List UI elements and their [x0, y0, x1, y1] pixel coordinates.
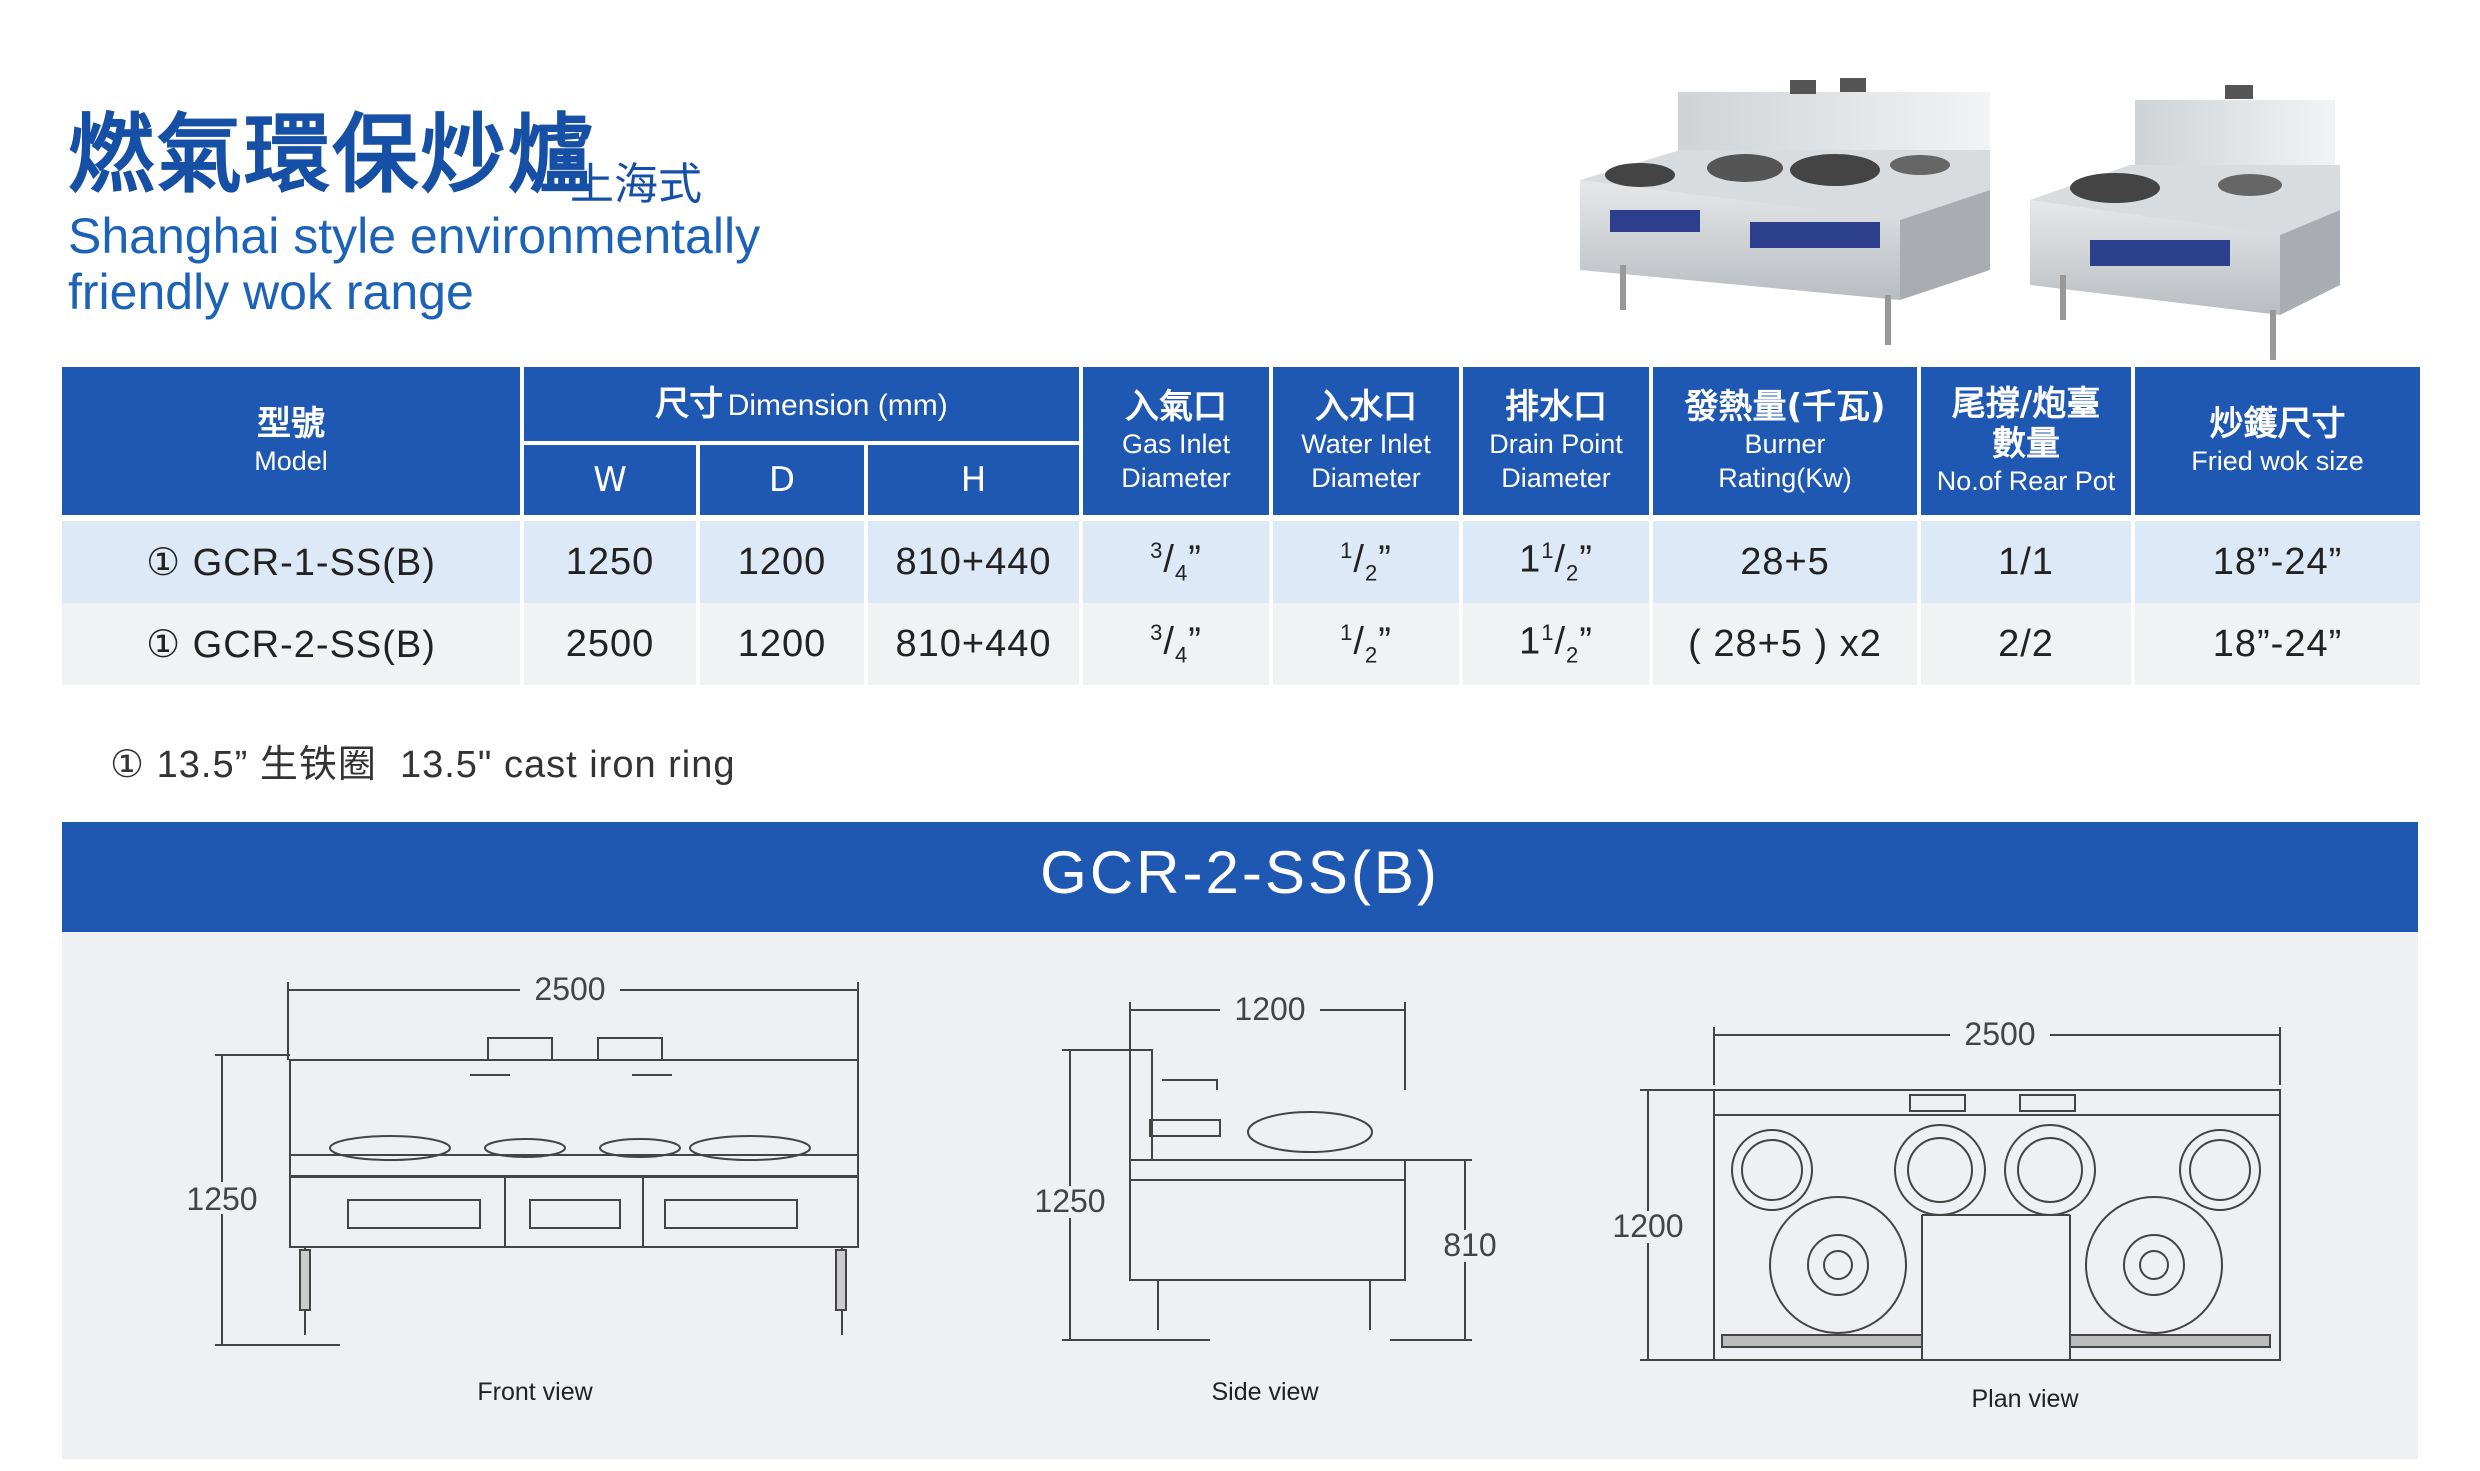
spec-table: 型號 Model 尺寸 Dimension (mm) 入氣口 Gas Inlet… [62, 367, 2420, 685]
cell-drain: 11/2” [1463, 521, 1649, 603]
cell-w: 1250 [524, 521, 696, 603]
footnote-zh: 生铁圈 [259, 742, 377, 786]
cell-rear: 1/1 [1921, 521, 2131, 603]
title-english-line1: Shanghai style environmentally [68, 208, 761, 264]
side-view-drawing: 1200 1250 810 [1028, 991, 1510, 1341]
header-h: H [868, 445, 1079, 515]
header-gas-zh: 入氣口 [1125, 387, 1227, 427]
product-photo-double [1580, 78, 1990, 345]
front-view-drawing: 2500 1250 [180, 971, 859, 1346]
header-gas-inlet: 入氣口 Gas Inlet Diameter [1083, 367, 1269, 515]
header-rear-en: No.of Rear Pot [1936, 466, 2116, 496]
header-dimension-en: Dimension (mm) [727, 389, 948, 422]
footnote: ① 13.5” 生铁圈 13.5" cast iron ring [110, 733, 736, 788]
header-model-zh: 型號 [257, 404, 325, 444]
header-burner: 發熱量(千瓦) Burner Rating(Kw) [1653, 367, 1917, 515]
cell-model: ① GCR-2-SS(B) [62, 603, 520, 685]
header-drain-zh: 排水口 [1505, 387, 1607, 427]
cell-h: 810+440 [868, 521, 1079, 603]
title-english-line2: friendly wok range [68, 264, 474, 320]
footnote-inches: 13.5” [156, 744, 249, 786]
header-water-inlet: 入水口 Water Inlet Diameter [1273, 367, 1459, 515]
header-model: 型號 Model [62, 367, 520, 515]
plan-width-dim: 2500 [1964, 1016, 2035, 1052]
cell-drain: 11/2” [1463, 603, 1649, 685]
side-depth-dim: 1200 [1234, 991, 1305, 1027]
cell-gas: 3/4” [1083, 521, 1269, 603]
header-wok-zh: 炒鑊尺寸 [2209, 404, 2346, 444]
header-wok-en: Fried wok size [2191, 446, 2364, 476]
product-photos [1580, 78, 2340, 360]
front-view-label: Front view [477, 1378, 593, 1406]
cell-wok: 18”-24” [2135, 521, 2420, 603]
plan-view-label: Plan view [1971, 1385, 2079, 1413]
cell-wok: 18”-24” [2135, 603, 2420, 685]
table-row [62, 515, 2420, 521]
header-rear-pot: 尾撐/炮臺 數量 No.of Rear Pot [1921, 367, 2131, 515]
drawing-title: GCR-2-SS(B) [1040, 839, 1440, 906]
header-drain-en1: Drain Point [1489, 429, 1623, 459]
front-height-dim: 1250 [186, 1181, 257, 1217]
header-water-en2: Diameter [1311, 463, 1421, 493]
header-dimension: 尺寸 Dimension (mm) [524, 367, 1079, 445]
header-burner-en1: Burner [1744, 429, 1826, 459]
header-drain-en2: Diameter [1501, 463, 1611, 493]
plan-view-drawing: 2500 1200 [1608, 1016, 2281, 1361]
side-counter-dim: 810 [1443, 1227, 1496, 1263]
plan-depth-dim: 1200 [1612, 1208, 1683, 1244]
cell-rear: 2/2 [1921, 603, 2131, 685]
drawing-title-band [62, 822, 2418, 932]
title-english: Shanghai style environmentally friendly … [68, 208, 968, 320]
cell-burner: 28+5 [1653, 521, 1917, 603]
title-chinese: 燃氣環保炒爐 [68, 105, 596, 205]
cell-gas: 3/4” [1083, 603, 1269, 685]
header-rear-zh2: 數量 [1992, 424, 2060, 464]
cell-w: 2500 [524, 603, 696, 685]
cell-model: ① GCR-1-SS(B) [62, 521, 520, 603]
title-subtype: 上海式 [570, 159, 702, 210]
side-height-dim: 1250 [1034, 1183, 1105, 1219]
cell-water: 1/2” [1273, 603, 1459, 685]
header-gas-en2: Diameter [1121, 463, 1231, 493]
cell-burner: ( 28+5 ) x2 [1653, 603, 1917, 685]
header-wok-size: 炒鑊尺寸 Fried wok size [2135, 367, 2420, 515]
header-drain: 排水口 Drain Point Diameter [1463, 367, 1649, 515]
header-water-en1: Water Inlet [1301, 429, 1431, 459]
header-dimension-zh: 尺寸 [655, 384, 724, 424]
side-view-label: Side view [1211, 1378, 1319, 1406]
cell-water: 1/2” [1273, 521, 1459, 603]
header-d: D [700, 445, 864, 515]
cell-h: 810+440 [868, 603, 1079, 685]
header-w: W [524, 445, 696, 515]
header-rear-zh1: 尾撐/炮臺 [1951, 384, 2101, 424]
table-row: ① GCR-2-SS(B) 2500 1200 810+440 3/4” 1/2… [62, 603, 2420, 685]
header-burner-en2: Rating(Kw) [1718, 463, 1852, 493]
footnote-en: 13.5" cast iron ring [399, 744, 736, 786]
cell-d: 1200 [700, 521, 864, 603]
header-burner-zh: 發熱量(千瓦) [1684, 387, 1886, 427]
footnote-mark: ① [110, 744, 146, 786]
cell-d: 1200 [700, 603, 864, 685]
header-water-zh: 入水口 [1315, 387, 1417, 427]
product-photo-single [2030, 85, 2340, 360]
header-model-en: Model [254, 446, 328, 476]
front-width-dim: 2500 [534, 971, 605, 1007]
table-row: ① GCR-1-SS(B) 1250 1200 810+440 3/4” 1/2… [62, 521, 2420, 603]
header-gas-en1: Gas Inlet [1121, 429, 1231, 459]
